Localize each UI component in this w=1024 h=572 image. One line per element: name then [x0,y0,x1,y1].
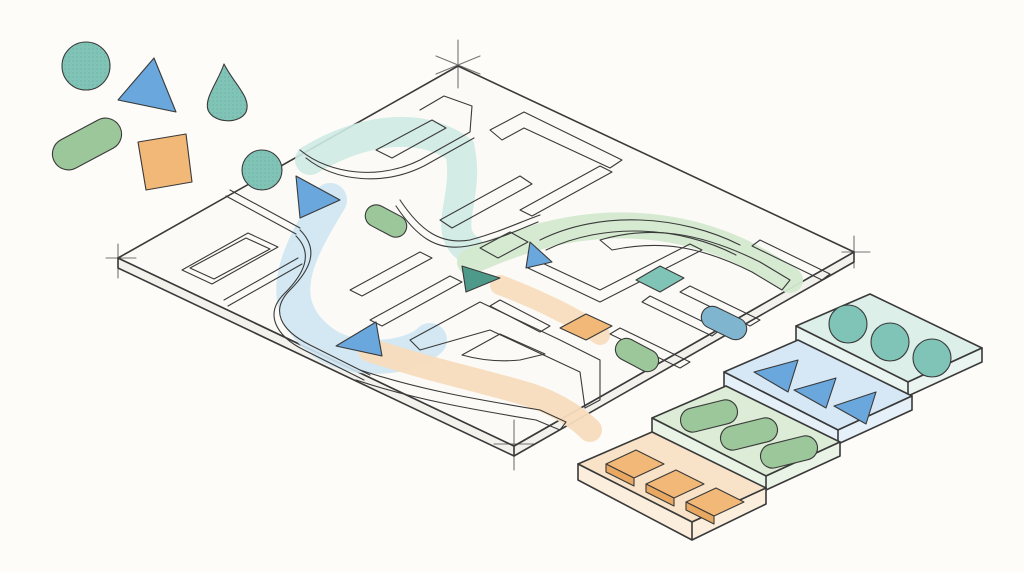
capsule-piece-icon [614,337,660,373]
square-piece-icon [137,133,193,191]
wall-mid-long [349,251,463,327]
wall-upper-right-3 [519,165,613,217]
wall-right-edge [641,295,721,337]
triangle-piece-icon [335,321,383,357]
wall-lower-right-2 [609,327,691,369]
triangle-piece-icon [117,57,177,113]
wall-upper-right-2 [439,175,533,229]
wall-right-1 [751,239,831,281]
tray-capsules [651,385,841,491]
wall-bottom-long [355,369,567,431]
triangle-piece-icon [525,241,553,269]
square-piece-icon [635,265,685,293]
triangle-piece-icon [793,377,837,409]
tray-squares [577,431,767,541]
maze-board [105,39,871,471]
circle-piece-icon [912,338,952,378]
capsule-piece-icon [759,435,819,469]
tray-triangles [723,339,913,445]
capsule-piece-icon [679,399,739,433]
corner-marks [105,39,871,471]
triangle-piece-icon [461,265,501,293]
square-piece-icon [559,313,613,341]
wall-green-track [539,219,741,256]
maze-walls [181,95,831,431]
wall-bottom-inner [461,333,546,362]
wall-top-inner [375,119,447,159]
wall-top-curve [299,95,475,180]
capsule-piece-icon [700,305,748,341]
triangle-piece-icon [833,391,877,425]
wall-lower-right-1 [489,299,551,333]
wall-green-track-inner [599,231,791,291]
wall-serpentine [273,229,371,381]
circle-piece-icon [828,304,868,344]
green-wash-path [457,212,803,293]
wall-upper-right-1 [489,111,623,169]
wall-bottom-pocket [409,301,601,409]
wall-s-curve [395,199,541,248]
circle-piece-icon [870,322,910,362]
board-pieces [295,175,748,373]
loose-pieces [51,41,283,191]
wall-left-pocket [181,232,279,285]
triangle-piece-icon [753,359,799,393]
wall-left-long [223,189,303,307]
capsule-piece-icon [719,417,779,451]
orange-wash-path [358,338,602,442]
triangle-piece-icon [295,175,341,219]
sorting-trays [577,293,983,541]
teal-wash-path [295,116,485,265]
capsule-piece-icon [364,204,408,238]
wall-mid-pocket [479,231,529,259]
color-washes [276,116,803,442]
capsule-piece-icon [51,117,123,171]
wall-right-2 [679,285,761,327]
